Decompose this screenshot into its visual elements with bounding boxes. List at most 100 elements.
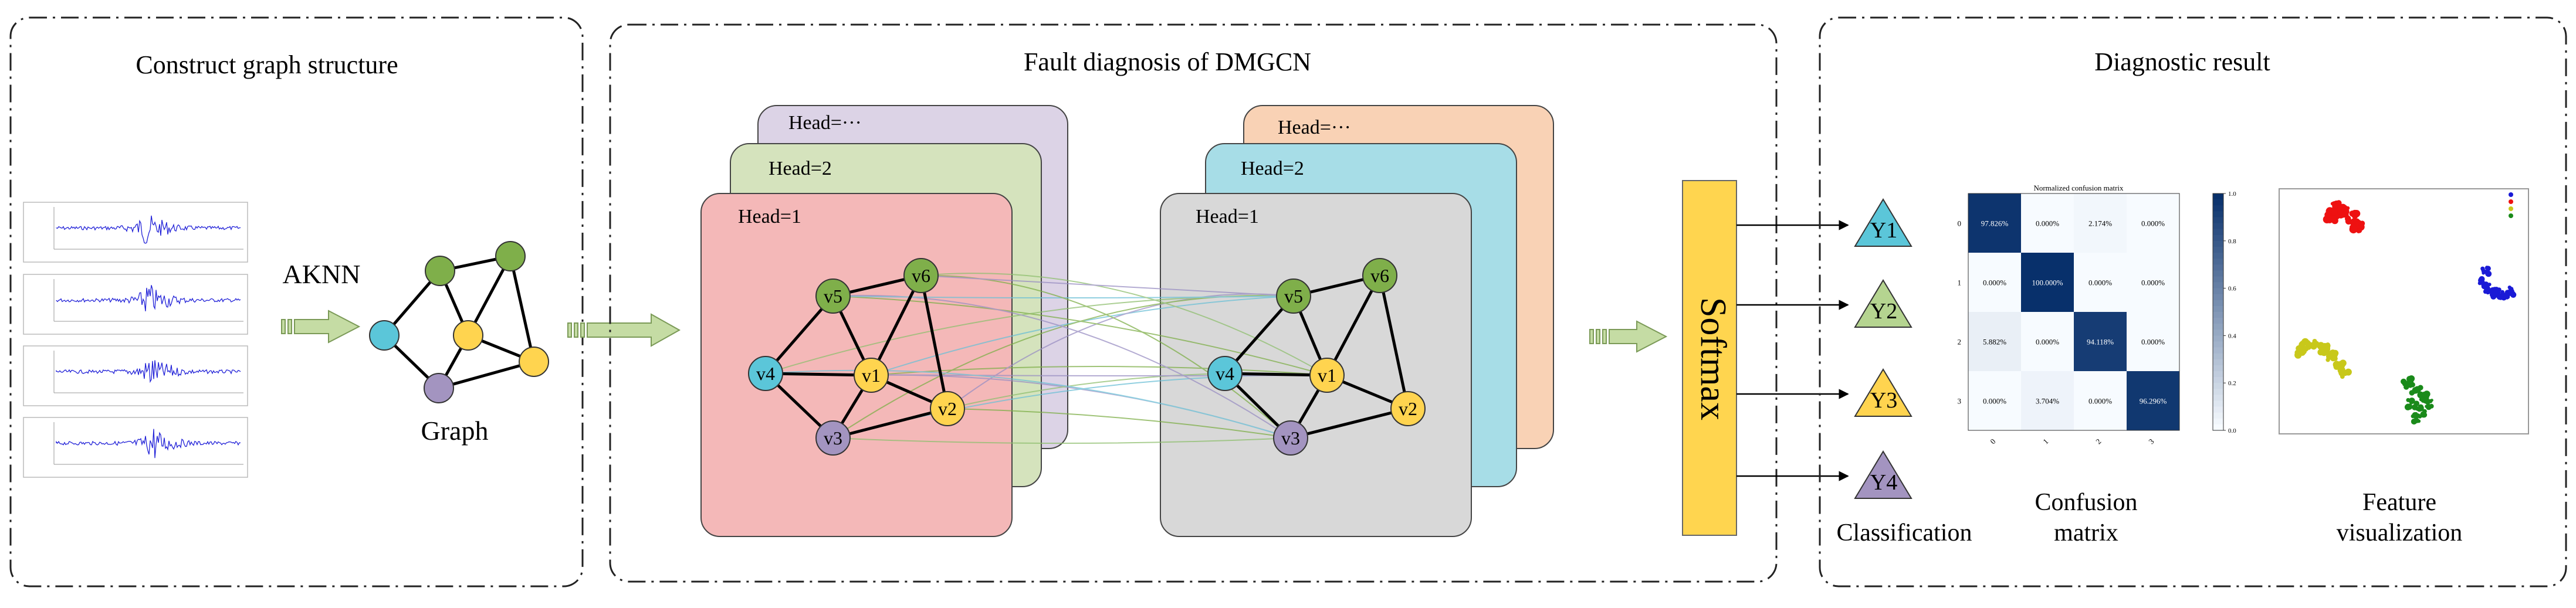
feature-visualization: [2279, 188, 2529, 434]
signal-plot: [23, 274, 248, 335]
confusion-label-2: matrix: [2054, 519, 2118, 546]
graph-node: [519, 347, 549, 377]
svg-text:Y3: Y3: [1870, 388, 1897, 413]
svg-text:2.174%: 2.174%: [2088, 219, 2112, 228]
svg-text:3.704%: 3.704%: [2036, 397, 2059, 406]
input-graph: [369, 241, 549, 403]
construct-panel-title: Construct graph structure: [136, 50, 398, 79]
cluster-yellow: [2294, 338, 2352, 379]
graph-node: [369, 320, 400, 351]
node-v4: [748, 356, 783, 391]
cm-cell: 5.882%: [1968, 312, 2021, 371]
graph-node: [425, 256, 455, 286]
node-label-v2: v2: [1399, 398, 1417, 419]
head-label-2-left: Head=2: [769, 158, 832, 179]
panel-arrow-1: [567, 313, 681, 347]
node-v3: [815, 420, 851, 456]
head-label-1-left: Head=1: [738, 206, 801, 227]
cm-cell: 0.000%: [2074, 371, 2127, 430]
cm-cell: 0.000%: [2127, 193, 2179, 253]
cluster-green: [2401, 375, 2434, 425]
svg-text:0.000%: 0.000%: [2141, 278, 2165, 287]
cm-y-tick: 0: [1958, 219, 1962, 228]
colorbar-tick: 1.0: [2228, 191, 2236, 198]
cm-y-tick: 3: [1958, 397, 1962, 406]
head-label-3-left: Head=···: [788, 112, 862, 134]
cm-cell: 94.118%: [2074, 312, 2127, 371]
signal-plot: [23, 345, 248, 406]
cm-cell: 2.174%: [2074, 193, 2127, 253]
node-label-v5: v5: [1284, 286, 1303, 307]
svg-text:0.000%: 0.000%: [1983, 278, 2006, 287]
head-card-1-left: [700, 193, 1013, 537]
cluster-blue: [2477, 266, 2517, 301]
node-v3: [1273, 420, 1308, 456]
cm-cell: 100.000%: [2021, 253, 2074, 312]
node-label-v3: v3: [1281, 427, 1300, 449]
feature-label-1: Feature: [2362, 489, 2436, 516]
aknn-label: AKNN: [283, 259, 361, 289]
node-v5: [1276, 278, 1311, 314]
softmax-label: Softmax: [1693, 297, 1733, 420]
svg-text:97.826%: 97.826%: [1981, 219, 2009, 228]
class-y3: Y3: [1854, 368, 1912, 417]
softmax-box: [1682, 180, 1737, 536]
cm-cell: 96.296%: [2127, 371, 2179, 430]
confusion-matrix-title: Normalized confusion matrix: [2033, 184, 2124, 192]
svg-text:Y1: Y1: [1870, 218, 1897, 243]
svg-text:5.882%: 5.882%: [1983, 338, 2006, 347]
graph-node: [453, 320, 483, 351]
cluster-red: [2323, 200, 2365, 234]
svg-text:94.118%: 94.118%: [2087, 338, 2114, 347]
cm-cell: 0.000%: [1968, 253, 2021, 312]
node-label-v1: v1: [862, 365, 881, 386]
cross-head-links: [765, 273, 1328, 444]
svg-text:0.000%: 0.000%: [2141, 338, 2165, 347]
panel-arrow-2: [1589, 320, 1668, 353]
result-panel-border: [1819, 16, 2567, 587]
svg-text:100.000%: 100.000%: [2032, 278, 2063, 287]
signal-plot: [23, 417, 248, 478]
node-v5: [815, 278, 851, 314]
confusion-matrix: Normalized confusion matrix 97.826% 0.000…: [1958, 184, 2237, 446]
graph-label: Graph: [421, 416, 489, 446]
classification-label: Classification: [1837, 519, 1972, 546]
cm-cell: 0.000%: [2127, 253, 2179, 312]
node-label-v4: v4: [756, 363, 775, 384]
aknn-arrow: [281, 310, 361, 344]
cm-y-tick: 2: [1958, 338, 1962, 347]
svg-text:0.000%: 0.000%: [2088, 278, 2112, 287]
cm-x-tick: 2: [2094, 437, 2103, 446]
graph-node: [495, 241, 526, 271]
node-v4: [1207, 356, 1243, 391]
node-label-v6: v6: [912, 265, 930, 286]
cm-cell: 0.000%: [1968, 371, 2021, 430]
svg-text:0.000%: 0.000%: [1983, 397, 2006, 406]
colorbar-tick: 0.8: [2228, 238, 2236, 245]
cm-cell: 0.000%: [2021, 312, 2074, 371]
class-y2: Y2: [1854, 279, 1912, 328]
node-label-v3: v3: [824, 427, 842, 449]
svg-text:0.000%: 0.000%: [2036, 219, 2059, 228]
svg-text:0.000%: 0.000%: [2141, 219, 2165, 228]
cm-cell: 97.826%: [1968, 193, 2021, 253]
node-v2: [930, 391, 965, 426]
graph-node: [424, 373, 454, 403]
head-label-1-right: Head=1: [1196, 206, 1259, 227]
confusion-colorbar: 1.00.80.60.40.20.0: [2212, 191, 2236, 434]
head-label-3-right: Head=···: [1278, 117, 1351, 138]
node-v1: [1309, 358, 1345, 393]
svg-text:0.000%: 0.000%: [2036, 338, 2059, 347]
dmgcn-panel-border: [609, 23, 1778, 583]
node-label-v4: v4: [1216, 363, 1234, 384]
colorbar-tick: 0.4: [2228, 332, 2236, 339]
cm-cell: 0.000%: [2074, 253, 2127, 312]
cm-x-tick: 0: [1988, 437, 1997, 446]
construct-panel-border: [9, 16, 584, 587]
node-label-v1: v1: [1318, 365, 1336, 386]
svg-text:Y2: Y2: [1870, 299, 1897, 324]
output-arrows: [1736, 220, 1849, 481]
